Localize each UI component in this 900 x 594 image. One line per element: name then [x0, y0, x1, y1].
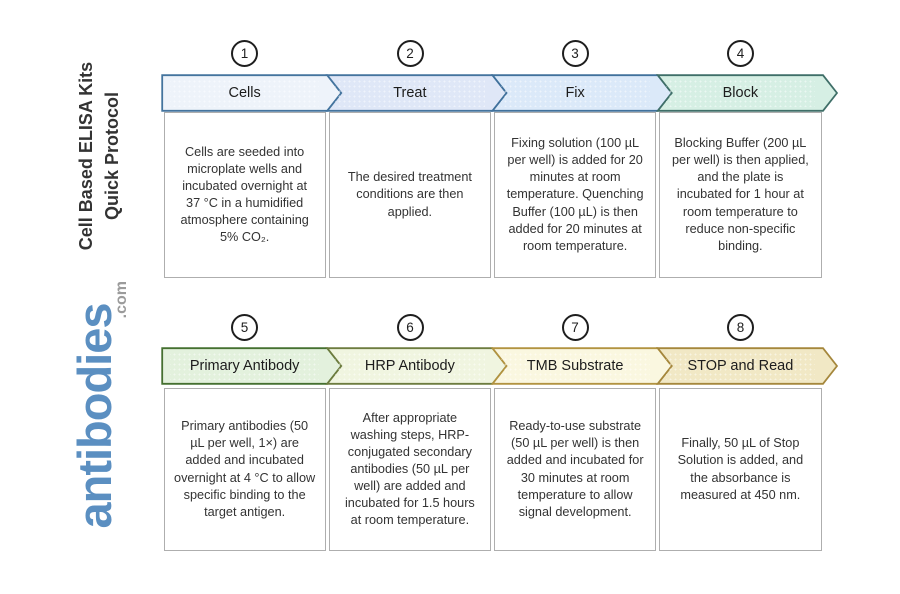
brand-logo-text: antibodies	[68, 303, 121, 529]
step-number-badge-5: 5	[231, 314, 258, 341]
step-description-treat: The desired treatment conditions are the…	[328, 112, 491, 278]
step-label-stop-and-read: STOP and Read	[658, 347, 823, 385]
step-number-badge-1: 1	[231, 40, 258, 67]
step-description-primary-antibody: Primary antibodies (50 µL per well, 1×) …	[163, 388, 326, 551]
step-label-block: Block	[658, 74, 823, 112]
step-label-cells: Cells	[162, 74, 327, 112]
step-number-badge-3: 3	[561, 40, 589, 67]
brand-logo-tld: .com	[113, 281, 130, 319]
step-label-primary-antibody: Primary Antibody	[162, 347, 327, 385]
step-description-cells: Cells are seeded into microplate wells a…	[163, 112, 326, 278]
step-description-hrp-antibody: After appropriate washing steps, HRP-con…	[328, 388, 491, 551]
step-label-treat: Treat	[327, 74, 492, 112]
page-title: Cell Based ELISA Kits Quick Protocol	[74, 26, 126, 286]
step-number-badge-7: 7	[561, 314, 589, 341]
step-number-badge-6: 6	[396, 314, 424, 341]
step-description-stop-and-read: Finally, 50 µL of Stop Solution is added…	[659, 388, 822, 551]
step-label-tmb-substrate: TMB Substrate	[493, 347, 658, 385]
step-label-hrp-antibody: HRP Antibody	[327, 347, 492, 385]
step-number-badge-8: 8	[727, 314, 754, 341]
step-label-fix: Fix	[493, 74, 658, 112]
step-description-tmb-substrate: Ready-to-use substrate (50 µL per well) …	[494, 388, 657, 551]
step-number-badge-2: 2	[396, 40, 424, 67]
step-description-fix: Fixing solution (100 µL per well) is add…	[494, 112, 657, 278]
page-title-line1: Cell Based ELISA Kits	[76, 61, 96, 251]
step-description-block: Blocking Buffer (200 µL per well) is the…	[659, 112, 822, 278]
step-number-badge-4: 4	[727, 40, 754, 67]
page-title-line2: Quick Protocol	[101, 91, 122, 221]
brand-logo: antibodies .com	[67, 271, 130, 561]
